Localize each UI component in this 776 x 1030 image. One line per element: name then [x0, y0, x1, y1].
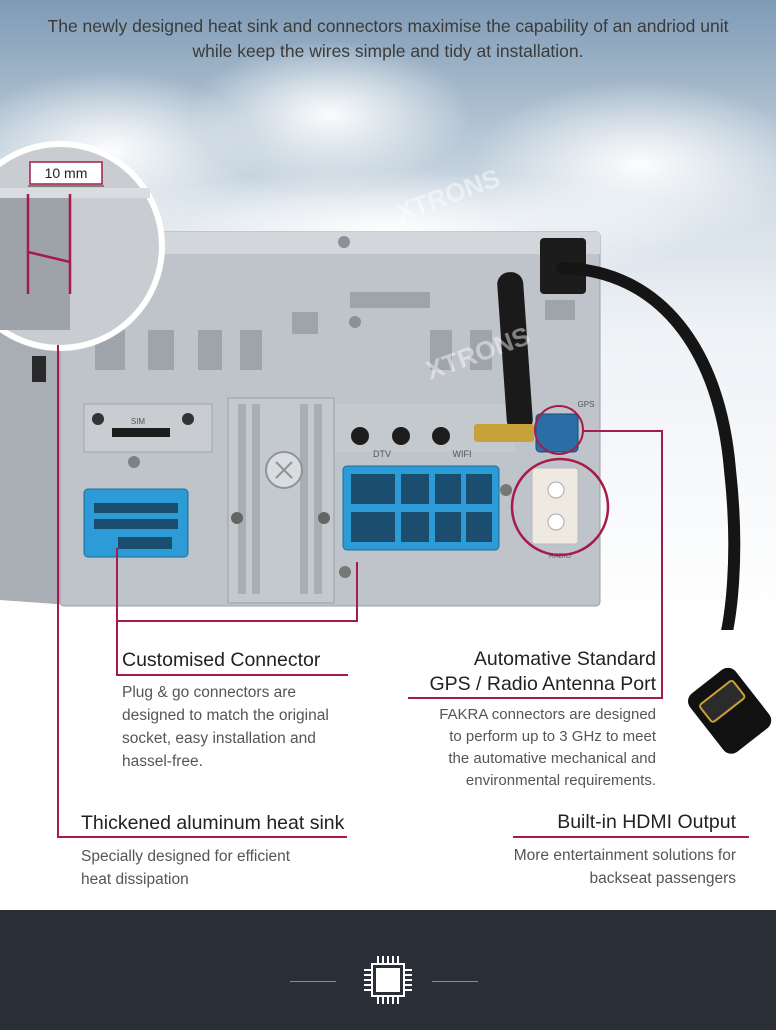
dtv-port	[392, 427, 410, 445]
leader-line	[116, 674, 348, 676]
leader-line	[513, 836, 749, 838]
screw	[128, 456, 140, 468]
antenna-port-title-line1: Automative Standard	[473, 648, 656, 670]
leader-line	[116, 620, 358, 622]
customised-connector-description: Plug & go connectors are designed to mat…	[122, 684, 329, 770]
hero-section: The newly designed heat sink and connect…	[0, 0, 776, 630]
gps-label: GPS	[578, 400, 595, 409]
dtv-port	[351, 427, 369, 445]
hdmi-cable	[556, 262, 741, 630]
screw	[231, 512, 243, 524]
zoom-inset: 10 mm	[0, 141, 165, 351]
hdmi-description: More entertainment solutions for backsea…	[513, 847, 736, 887]
intro-text: The newly designed heat sink and connect…	[47, 16, 729, 61]
radio-unit-photo: SIM DTV WIFI	[0, 141, 741, 630]
footer-divider-left	[290, 981, 336, 982]
heat-sink-title: Thickened aluminum heat sink	[81, 812, 345, 834]
radio-socket	[547, 513, 565, 531]
radio-socket	[547, 481, 565, 499]
left-connector-pins	[94, 503, 178, 549]
screw	[500, 484, 512, 496]
wifi-antenna	[497, 272, 533, 432]
side-slot	[32, 356, 46, 382]
heat-sink-fan-cross	[275, 461, 293, 479]
screw	[349, 316, 361, 328]
leader-line	[57, 836, 347, 838]
leader-line	[116, 548, 118, 676]
dtv-label: DTV	[373, 449, 391, 459]
main-connector-pins	[351, 474, 492, 542]
antenna-port-title-line2: GPS / Radio Antenna Port	[429, 673, 656, 695]
heat-sink-description: Specially designed for efficient heat di…	[81, 848, 291, 888]
brand-watermark: XTRONS	[392, 162, 504, 227]
screw	[182, 413, 194, 425]
screw	[339, 566, 351, 578]
wifi-antenna-connector	[474, 424, 534, 442]
zoom-label: 10 mm	[45, 165, 88, 181]
hdmi-title: Built-in HDMI Output	[557, 811, 736, 833]
customised-connector-title: Customised Connector	[122, 649, 321, 671]
leader-line	[356, 562, 358, 622]
footer-divider-right	[432, 981, 478, 982]
radio-port	[531, 467, 579, 545]
zoom-label-box	[29, 161, 103, 185]
radio-highlight-ring	[510, 457, 610, 557]
leader-line	[408, 697, 663, 699]
leader-line	[661, 430, 663, 698]
wifi-label: WIFI	[453, 449, 472, 459]
chassis-top-lip	[60, 232, 600, 254]
sim-slot	[112, 428, 170, 437]
heat-sink-fins	[238, 404, 322, 594]
sim-label: SIM	[131, 417, 146, 426]
frost-cloud	[190, 40, 470, 190]
leader-line	[583, 430, 663, 432]
screw	[92, 413, 104, 425]
hdmi-plug	[688, 667, 772, 754]
wifi-port	[432, 427, 450, 445]
leader-line	[57, 345, 59, 838]
radio-label: RADIO	[549, 553, 572, 560]
screw	[318, 512, 330, 524]
processor-chip-icon	[360, 952, 416, 1008]
antenna-port-description: FAKRA connectors are designed to perform…	[439, 706, 656, 789]
screw	[338, 236, 350, 248]
